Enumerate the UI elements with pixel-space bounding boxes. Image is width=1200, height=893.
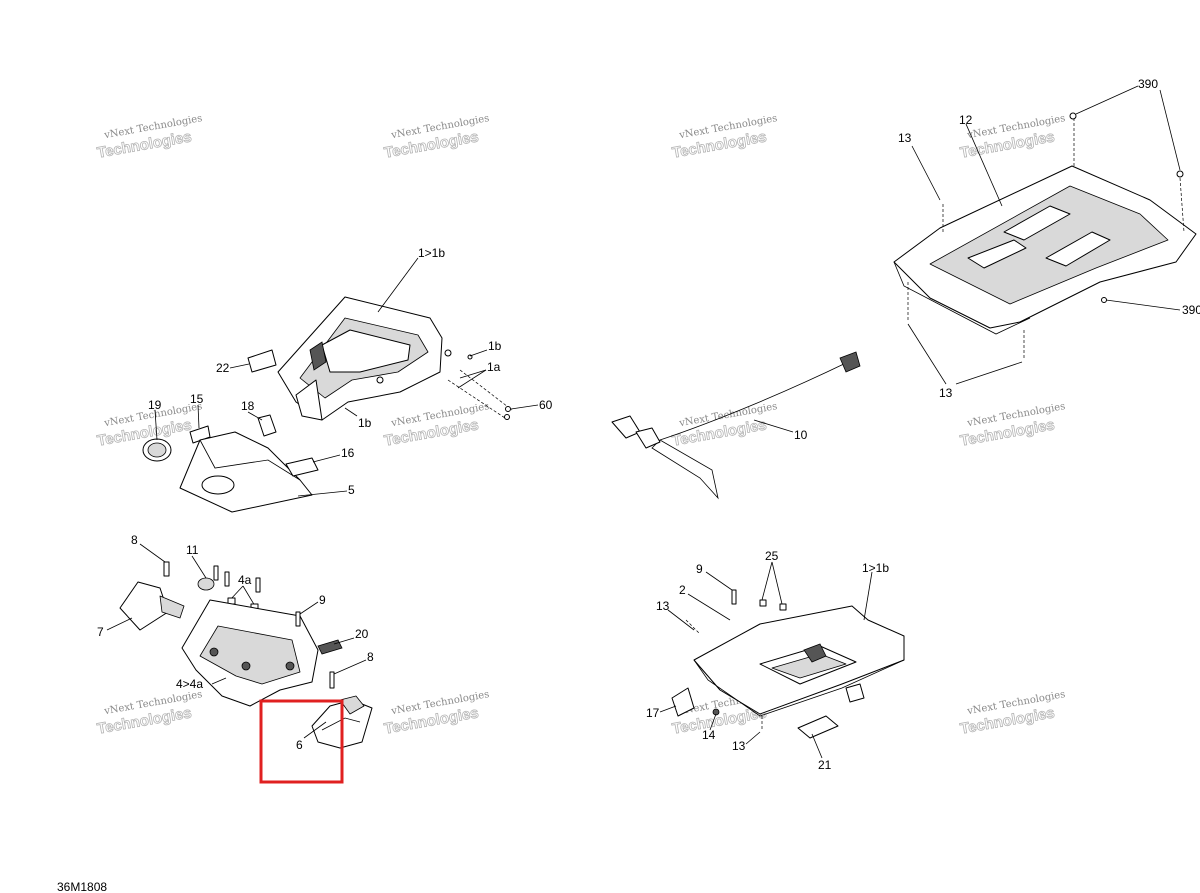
callout-label: 6 (296, 738, 303, 752)
callout-label: 1b (358, 416, 372, 430)
callout-label: 390 (1138, 77, 1158, 91)
callout-label: 8 (367, 650, 374, 664)
mounting-bracket-4[interactable] (181, 599, 319, 707)
decal-17[interactable] (671, 687, 695, 717)
wire-harness[interactable] (611, 351, 861, 500)
callout-label: 11 (186, 543, 199, 557)
console-cover[interactable] (179, 431, 313, 513)
callout-label: 17 (646, 706, 660, 720)
drawing-reference: 36M1808 (57, 880, 107, 893)
callout-label: 10 (794, 428, 808, 442)
callout-label: 2 (679, 583, 686, 597)
callout-label: 16 (341, 446, 355, 460)
bolt-9[interactable] (295, 611, 301, 627)
callout-label: 19 (148, 398, 162, 412)
watermark: Technologies vNext Technologies (95, 689, 203, 738)
callout-label: 13 (939, 386, 953, 400)
callout-label: 1>1b (418, 246, 445, 260)
watermark: Technologies vNext Technologies (958, 113, 1066, 162)
watermark: Technologies vNext Technologies (958, 401, 1066, 450)
highlight-box (259, 699, 344, 784)
callout-label: 20 (355, 627, 369, 641)
callout-label: 4a (238, 573, 252, 587)
decal-22[interactable] (247, 349, 277, 373)
callout-label: 8 (131, 533, 138, 547)
bracket-assembly[interactable] (277, 296, 473, 421)
callout-label: 5 (348, 483, 355, 497)
watermark: Technologies vNext Technologies (670, 113, 778, 162)
storage-tray[interactable] (693, 605, 905, 717)
callout-label: 60 (539, 398, 553, 412)
callout-label: 15 (190, 392, 204, 406)
watermark: Technologies vNext Technologies (670, 401, 778, 450)
callout-label: 25 (765, 549, 779, 563)
grommet-11[interactable] (197, 577, 215, 591)
callout-label: 7 (97, 625, 104, 639)
watermark: Technologies vNext Technologies (382, 689, 490, 738)
callout-label: 1>1b (862, 561, 889, 575)
callout-label: 21 (818, 758, 832, 772)
callout-label: 1b (488, 339, 502, 353)
bolt-8b[interactable] (329, 671, 335, 689)
callout-label: 22 (216, 361, 230, 375)
floor-pan[interactable] (893, 165, 1197, 335)
latch-7[interactable] (119, 581, 185, 631)
decal-18[interactable] (257, 414, 277, 437)
callout-label: 18 (241, 399, 255, 413)
callout-label: 9 (696, 562, 703, 576)
callout-label: 4>4a (176, 677, 203, 691)
watermark: Technologies vNext Technologies (382, 401, 490, 450)
watermark: Technologies vNext Technologies (382, 113, 490, 162)
callout-label: 13 (656, 599, 670, 613)
clip-20[interactable] (317, 639, 343, 655)
bolt-8[interactable] (163, 561, 170, 577)
callout-label: 1a (487, 360, 501, 374)
callout-label: 14 (702, 728, 716, 742)
callout-label: 9 (319, 593, 326, 607)
watermark: Technologies vNext Technologies (958, 689, 1066, 738)
callout-label: 13 (898, 131, 912, 145)
decal-16[interactable] (285, 457, 319, 477)
watermark: Technologies vNext Technologies (95, 113, 203, 162)
decal-21[interactable] (797, 715, 839, 739)
callout-label: 390 (1182, 303, 1200, 317)
callout-label: 13 (732, 739, 746, 753)
bolt-9b[interactable] (731, 589, 737, 605)
callout-label: 12 (959, 113, 973, 127)
